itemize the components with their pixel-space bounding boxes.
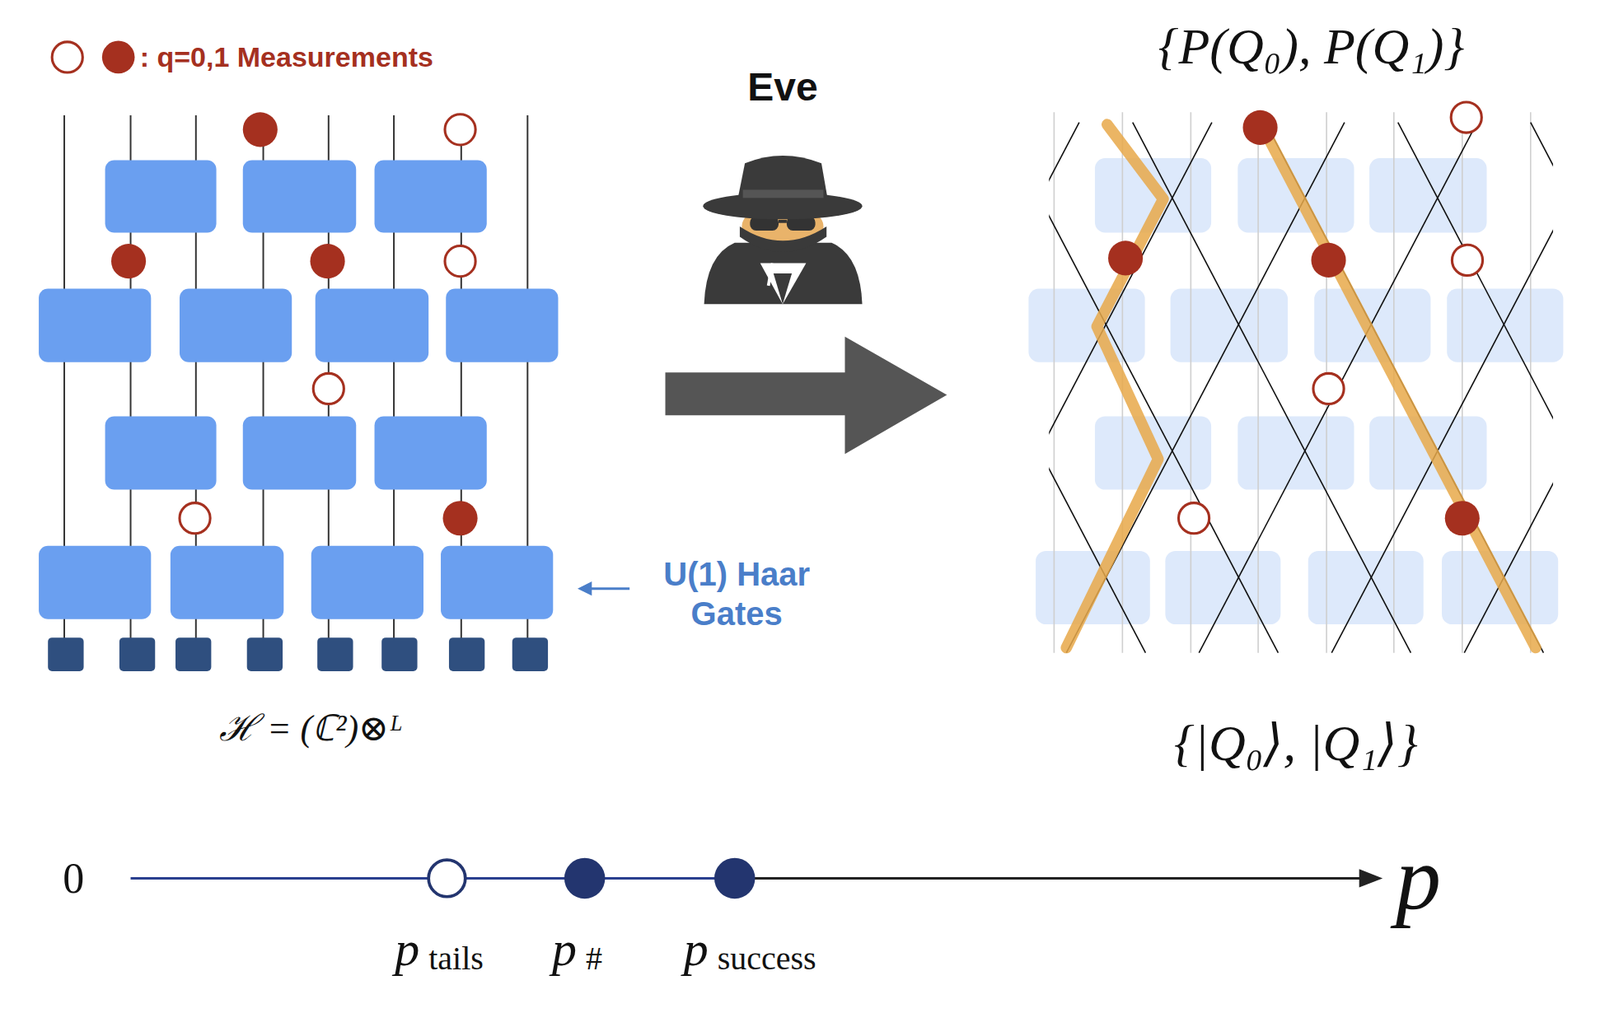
drawing-part xyxy=(1048,122,1278,654)
drawing-part xyxy=(111,243,146,279)
hilbert-space: ℋ = (ℂ²)⊗ᴸ xyxy=(219,709,404,749)
drawing-part xyxy=(736,155,829,205)
drawing-part xyxy=(444,246,476,277)
drawing-part xyxy=(1048,122,1212,654)
drawing-part xyxy=(119,637,155,672)
drawing-part xyxy=(311,546,424,620)
transition-filled xyxy=(564,858,606,900)
drawing-part xyxy=(170,546,284,620)
drawing-part xyxy=(1450,102,1482,133)
drawing-part xyxy=(1461,112,1464,653)
drawing-part xyxy=(247,637,283,672)
drawing-part xyxy=(1529,112,1532,653)
drawing-part xyxy=(47,637,84,672)
pointer-line xyxy=(586,587,630,590)
drawing-part xyxy=(1451,244,1483,276)
drawing-part xyxy=(1132,122,1412,654)
open-measurement-sample xyxy=(51,42,83,73)
drawing-part xyxy=(1464,122,1554,654)
param-subscript: success xyxy=(717,940,817,978)
drawing-part xyxy=(1313,373,1344,404)
param-symbol: p xyxy=(683,921,709,977)
drawing-part xyxy=(1066,124,1164,648)
drawing-part xyxy=(773,273,792,305)
drawing-part xyxy=(38,289,151,363)
drawing-part xyxy=(1237,416,1354,490)
param-symbol: p xyxy=(552,921,577,977)
drawing-part xyxy=(512,637,548,672)
drawing-part xyxy=(1198,122,1478,654)
drawing-part xyxy=(1257,112,1259,653)
haar-gates xyxy=(38,160,558,620)
drawing-part xyxy=(1178,503,1209,534)
drawing-part xyxy=(444,114,476,146)
drawing-part xyxy=(1530,122,1554,654)
measurements xyxy=(111,112,478,536)
drawing-part xyxy=(760,263,807,305)
drawing-part xyxy=(317,637,353,672)
drawing-part xyxy=(381,637,417,672)
spy-icon xyxy=(702,155,862,305)
transition-filled xyxy=(714,858,756,900)
drawing-part xyxy=(440,546,553,620)
drawing-part xyxy=(1260,122,1536,649)
drawing-part xyxy=(739,226,827,253)
drawing-part xyxy=(1445,500,1480,536)
drawing-part xyxy=(1331,122,1554,654)
axis-origin: 0 xyxy=(62,855,85,903)
initial-qubits xyxy=(47,637,548,672)
transition-open xyxy=(428,860,466,898)
drawing-part xyxy=(374,416,487,490)
drawing-part xyxy=(1164,551,1281,625)
drawing-part xyxy=(1048,122,1080,654)
probability-set: {P(Q₀), P(Q₁)} xyxy=(1158,18,1465,75)
axis-black xyxy=(734,877,1368,880)
axis-head xyxy=(1359,869,1383,888)
drawing-part xyxy=(175,637,211,672)
drawing-part xyxy=(179,289,292,363)
drawing-part xyxy=(704,243,863,305)
drawing-part xyxy=(243,416,356,490)
drawing-part xyxy=(445,289,558,363)
drawing-part xyxy=(1170,289,1288,363)
drawing-part xyxy=(1243,110,1278,146)
drawing-part xyxy=(743,189,824,198)
drawing-part xyxy=(374,160,487,234)
param-subscript: # xyxy=(585,940,603,978)
drawing-part xyxy=(313,373,344,404)
drawing-part xyxy=(38,546,151,620)
drawing-part xyxy=(1190,112,1193,653)
charge-paths xyxy=(1066,122,1536,649)
worldlines xyxy=(1048,122,1554,654)
drawing-part xyxy=(443,500,478,536)
drawing-part xyxy=(1108,240,1143,276)
drawing-part xyxy=(768,263,773,286)
map-arrow xyxy=(665,336,948,454)
drawing-part xyxy=(1398,122,1554,654)
eve-label: Eve xyxy=(747,65,818,110)
legend-text: : q=0,1 Measurements xyxy=(140,42,434,73)
gate-label: U(1) Haar Gates xyxy=(658,554,815,634)
drawing-part xyxy=(179,503,211,534)
drawing-part xyxy=(105,416,217,490)
drawing-part xyxy=(243,160,356,234)
drawing-part xyxy=(310,243,346,279)
pointer-head xyxy=(577,581,592,596)
axis-label: p xyxy=(1395,829,1441,930)
drawing-part xyxy=(1053,112,1056,653)
drawing-part xyxy=(243,112,278,147)
drawing-part xyxy=(778,219,787,224)
drawing-part xyxy=(449,637,485,672)
drawing-part xyxy=(315,289,429,363)
drawing-part xyxy=(105,160,217,234)
param-symbol: p xyxy=(394,921,420,977)
drawing-part xyxy=(1028,289,1145,363)
drawing-part xyxy=(1310,243,1346,278)
state-set: {|Q₀⟩, |Q₁⟩} xyxy=(1174,715,1418,772)
param-subscript: tails xyxy=(428,940,484,978)
filled-measurement-sample xyxy=(102,41,136,75)
drawing-part xyxy=(1369,158,1487,233)
measurements-right xyxy=(1108,102,1484,536)
